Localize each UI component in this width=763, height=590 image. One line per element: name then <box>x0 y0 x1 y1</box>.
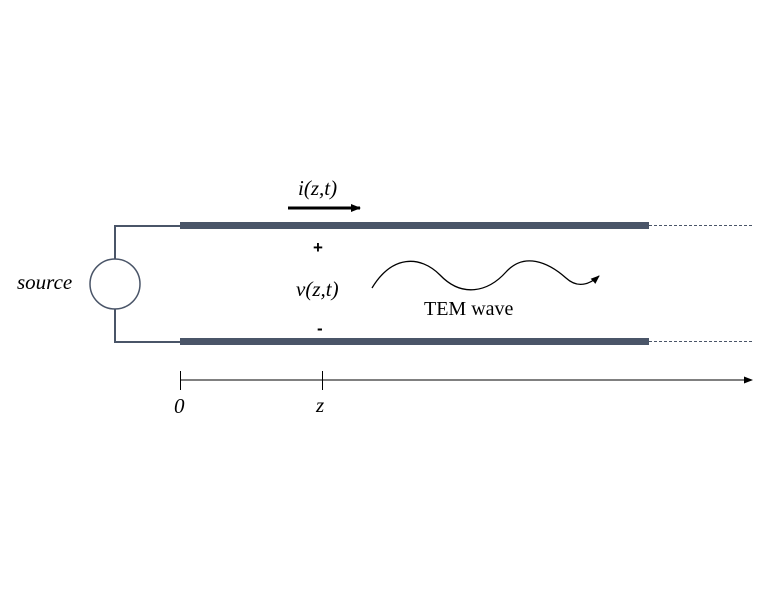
voltage-label: v(z,t) <box>296 277 339 301</box>
bottom-conductor <box>180 338 649 345</box>
plus-sign: + <box>313 238 323 257</box>
current-label: i(z,t) <box>298 176 337 200</box>
tem-wave-label: TEM wave <box>424 298 514 320</box>
source-wire-top <box>114 225 182 259</box>
source-circle <box>89 258 141 310</box>
position-label: z <box>315 393 324 417</box>
tem-wave-squiggle <box>371 260 600 291</box>
top-conductor <box>180 222 649 229</box>
origin-label: 0 <box>174 394 185 418</box>
source-wire-bottom <box>114 309 182 343</box>
minus-sign: - <box>317 319 323 338</box>
source-label: source <box>17 270 72 294</box>
